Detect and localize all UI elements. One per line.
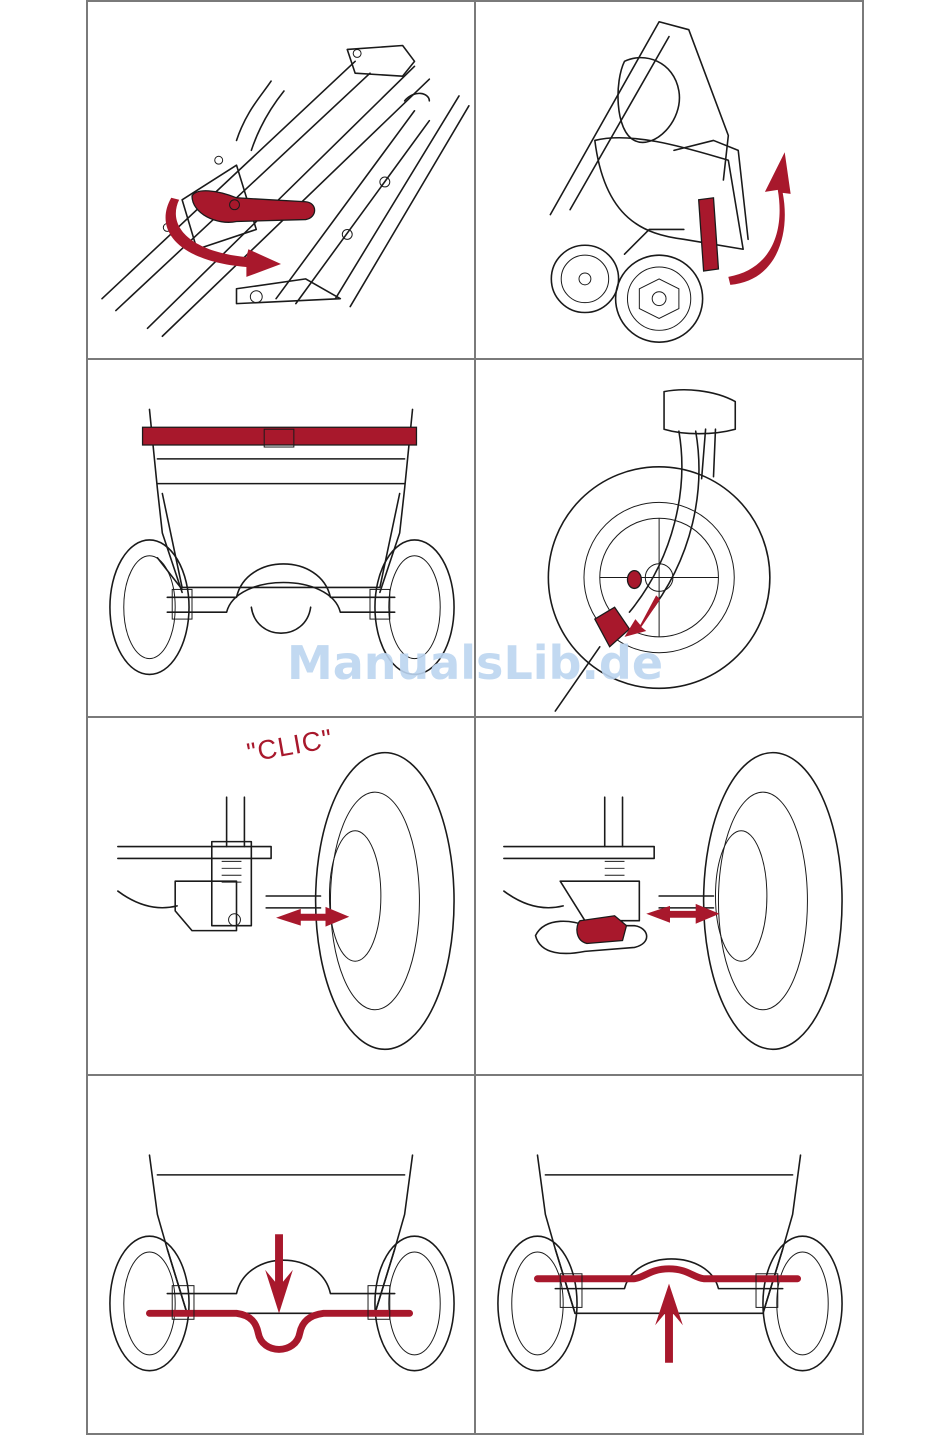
fold-lever-illustration [88, 2, 474, 358]
folded-stroller-illustration [476, 2, 862, 358]
push-arrow-icon [276, 907, 349, 927]
rear-wheel-remove-illustration [476, 718, 862, 1074]
basket-strap [143, 427, 417, 445]
fold-lever [192, 191, 315, 223]
panel-basket-strap [86, 358, 476, 718]
panel-brake-bar-up [474, 1074, 864, 1435]
fold-strap [699, 198, 719, 271]
panel-fold-lever [86, 0, 476, 360]
press-up-arrow-icon [655, 1284, 683, 1363]
brake-bar-up-illustration [476, 1076, 862, 1433]
panel-front-wheel-release [474, 358, 864, 718]
panel-rear-wheel-remove [474, 716, 864, 1076]
release-pin [627, 571, 641, 589]
release-clip [577, 916, 627, 944]
panel-folded-stroller [474, 0, 864, 360]
panel-brake-bar-down [86, 1074, 476, 1435]
pull-arrow-icon [646, 904, 719, 924]
press-down-arrow-icon [265, 1234, 293, 1313]
release-button [595, 607, 630, 647]
brake-bar-down-illustration [88, 1076, 474, 1433]
rear-wheel-click-illustration [88, 718, 474, 1074]
press-arrow-icon [625, 595, 661, 637]
basket-strap-illustration [88, 360, 474, 716]
front-wheel-release-illustration [476, 360, 862, 716]
instruction-grid: "CLIC" [86, 0, 864, 1435]
panel-rear-wheel-click: "CLIC" [86, 716, 476, 1076]
